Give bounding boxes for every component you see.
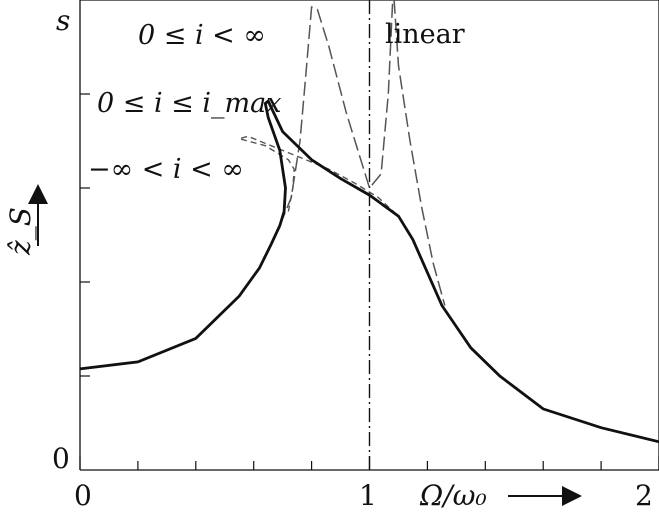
- curve-label-0-le-i-le-imax: 0 ≤ i ≤ i_max: [97, 88, 281, 119]
- y-axis-top-label: s: [56, 4, 70, 37]
- curve-label-negative-infinity-lt-i-lt-infinity: −∞ < i < ∞: [88, 154, 244, 185]
- x-axis-one-label: 1: [359, 479, 377, 512]
- x-axis-two-label: 2: [635, 479, 653, 512]
- series-line-0-le-i-le-imax: [79, 98, 659, 444]
- x-axis-title: Ω/ω₀: [419, 479, 582, 512]
- series-line-0-le-i-lt-infinity: [279, 0, 446, 306]
- curve-label-0-le-i-lt-infinity: 0 ≤ i < ∞: [138, 20, 266, 51]
- curve-label-linear: linear: [385, 19, 465, 50]
- series-line-negative-infinity-lt-i-lt-infinity: [236, 135, 429, 273]
- plot-area: [79, 0, 659, 471]
- y-axis-zero-label: 0: [52, 442, 70, 475]
- x-axis-zero-label: 0: [74, 479, 92, 512]
- x-axis-label: Ω/ω₀: [419, 479, 487, 512]
- y-axis-title: ẑ_S: [4, 184, 48, 256]
- y-axis-label: ẑ_S: [4, 207, 37, 256]
